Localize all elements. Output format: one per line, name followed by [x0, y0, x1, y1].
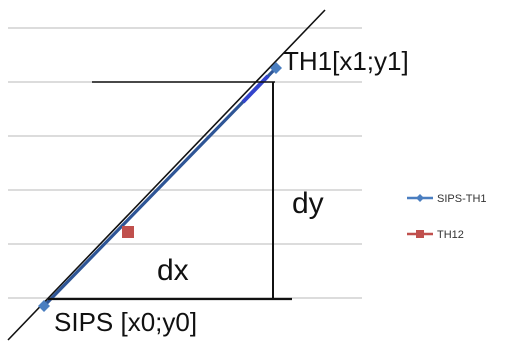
sips-label: SIPS [x0;y0] — [54, 307, 197, 337]
sips-point-marker — [38, 300, 50, 312]
legend-diamond-marker — [416, 194, 424, 202]
dy-label: dy — [292, 187, 324, 220]
dx-label: dx — [157, 254, 189, 287]
legend-label: SIPS-TH1 — [437, 193, 487, 205]
highlight-segment — [241, 74, 270, 104]
th1-point-marker — [270, 62, 282, 74]
sips-th1-line — [42, 66, 278, 308]
legend: SIPS-TH1 TH12 — [407, 193, 487, 241]
secant-line — [7, 9, 326, 341]
legend-square-marker — [416, 230, 424, 238]
legend-item-sips-th1: SIPS-TH1 — [407, 193, 487, 205]
th1-label: TH1[x1;y1] — [283, 46, 409, 76]
legend-label: TH12 — [437, 229, 464, 241]
th12-point-marker — [122, 226, 134, 238]
legend-item-th12: TH12 — [407, 229, 464, 241]
